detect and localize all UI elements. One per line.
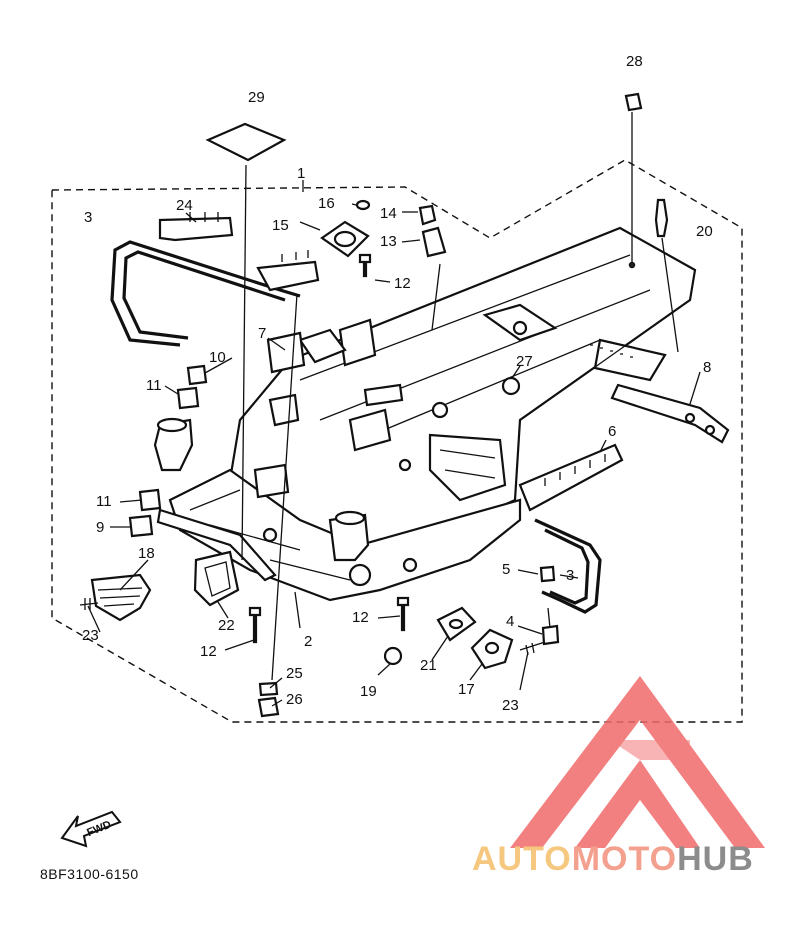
grommet-19: [383, 646, 403, 666]
callout-2: 2: [304, 633, 312, 650]
callout-11: 11: [96, 493, 112, 510]
automotohub-logo-icon: [510, 676, 765, 848]
callout-13: 13: [380, 233, 397, 250]
callout-16: 16: [318, 195, 335, 212]
guard-bar-left: [110, 240, 301, 347]
cover-plate-29: [205, 122, 287, 162]
frame-assembly: [153, 226, 730, 602]
rubber-mount-9: [128, 514, 154, 538]
callout-23: 23: [502, 697, 519, 714]
callout-4: 4: [506, 613, 514, 630]
callout-labels: 1 2 3 3 4 5 6 7 8 9 10 11 11 12 12 12 13…: [82, 53, 713, 714]
assembly-boundary: [51, 159, 743, 723]
cap-27: [501, 376, 521, 396]
callout-11: 11: [146, 377, 162, 394]
callout-3: 3: [566, 567, 574, 584]
callout-7: 7: [258, 325, 266, 342]
callout-15: 15: [272, 217, 289, 234]
leader-lines: [87, 112, 701, 707]
callout-1: 1: [297, 165, 305, 182]
callout-27: 27: [516, 353, 533, 370]
callout-8: 8: [703, 359, 711, 376]
gasket-22: [193, 550, 240, 607]
watermark-text: AUTOMOTOHUB: [472, 840, 754, 879]
callout-17: 17: [458, 681, 475, 698]
plug-28: [624, 92, 643, 112]
stud-20: [654, 198, 669, 238]
rubber-mount-10: [186, 364, 208, 386]
callout-21: 21: [420, 657, 437, 674]
callout-25: 25: [286, 665, 303, 682]
callout-3: 3: [84, 209, 92, 226]
guard-bar-right: [534, 518, 602, 614]
callout-23: 23: [82, 627, 99, 644]
callout-19: 19: [360, 683, 377, 700]
nut-14: [418, 204, 437, 226]
callout-12: 12: [352, 609, 369, 626]
watermark-auto: AUTO: [472, 840, 572, 878]
callout-29: 29: [248, 89, 265, 106]
callout-9: 9: [96, 519, 104, 536]
rubber-mount-11: [176, 386, 200, 410]
callout-24: 24: [176, 197, 193, 214]
watermark-hub: HUB: [677, 840, 754, 878]
callout-12: 12: [394, 275, 411, 292]
callout-26: 26: [286, 691, 303, 708]
callout-22: 22: [218, 617, 235, 634]
fwd-arrow-icon: FWD: [60, 810, 122, 848]
watermark-moto: MOTO: [571, 840, 678, 878]
callout-12: 12: [200, 643, 217, 660]
callout-5: 5: [502, 561, 510, 578]
drawing-code: 8BF3100-6150: [40, 866, 139, 882]
washer-16: [355, 199, 371, 211]
callout-28: 28: [626, 53, 643, 70]
callout-10: 10: [209, 349, 226, 366]
callout-20: 20: [696, 223, 713, 240]
callout-14: 14: [380, 205, 397, 222]
callout-6: 6: [608, 423, 616, 440]
nut-26: [257, 696, 280, 718]
callout-18: 18: [138, 545, 155, 562]
bracket-13: [421, 226, 447, 258]
